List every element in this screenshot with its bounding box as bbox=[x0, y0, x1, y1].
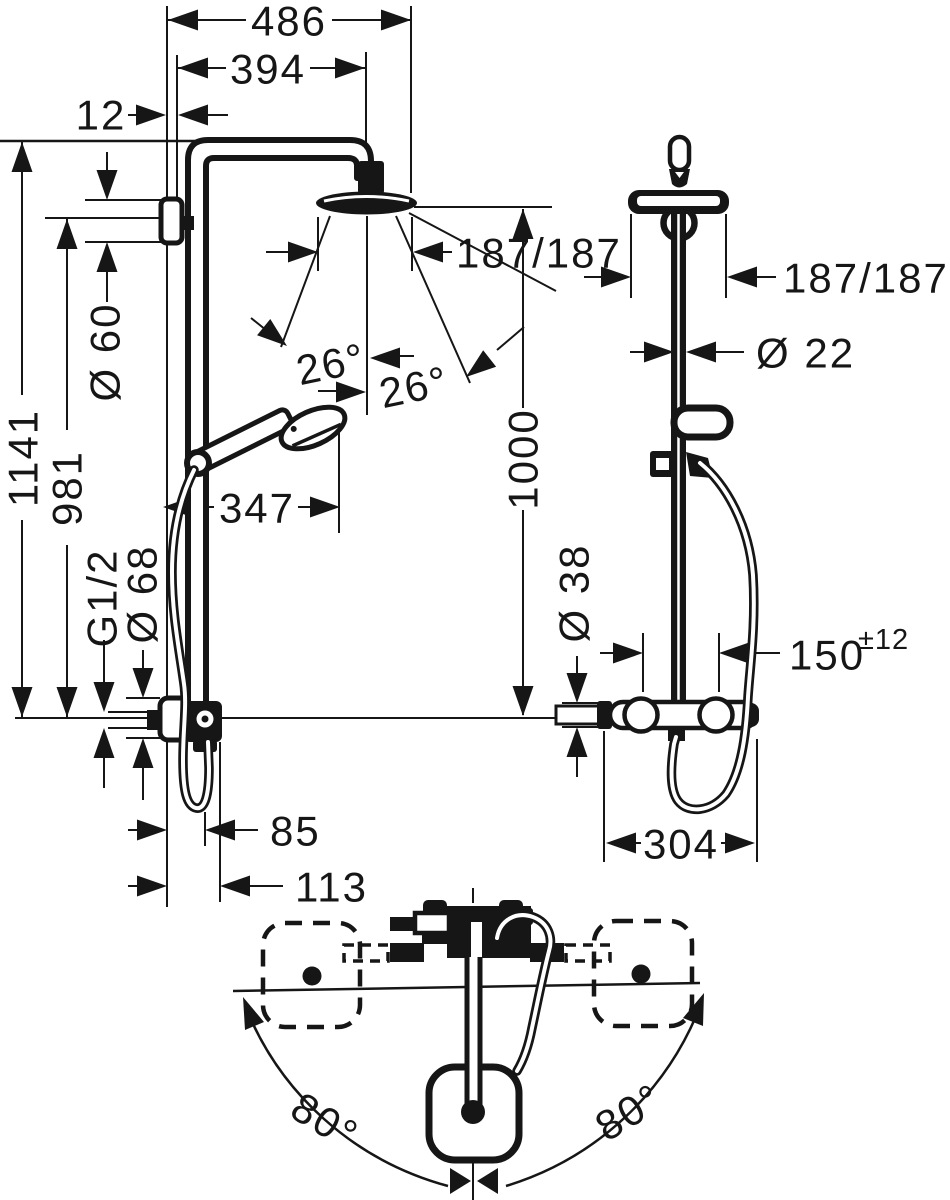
angle-80-left-label: 80° bbox=[283, 1083, 367, 1159]
dia-22-label: Ø 22 bbox=[756, 330, 855, 377]
angle-26-left-label: 26° bbox=[292, 334, 370, 394]
top-view-valve-body bbox=[390, 900, 533, 960]
dimension-dia-60: Ø 60 bbox=[82, 152, 161, 402]
shower-hose bbox=[167, 465, 214, 813]
side-dimension-187: 187/187 bbox=[584, 214, 949, 302]
top-view: 80° 80° bbox=[232, 888, 704, 1200]
pivot-point-left bbox=[302, 966, 322, 986]
volume-handle bbox=[697, 696, 735, 734]
side-view: 187/187 Ø 22 Ø 38 150 ±12 304 bbox=[551, 134, 949, 868]
swivel-range-left bbox=[260, 920, 363, 1030]
dim-486-label: 486 bbox=[251, 0, 327, 45]
pivot-point-right bbox=[631, 964, 651, 984]
angle-26-annotations: 26° 26° bbox=[250, 317, 525, 417]
thread-g12-label: G1/2 bbox=[79, 548, 126, 647]
dimension-1000: 1000 bbox=[414, 206, 552, 716]
swivel-range-right bbox=[591, 918, 695, 1029]
angle-26-right-label: 26° bbox=[375, 357, 453, 417]
front-view: 486 394 12 1141 981 bbox=[0, 0, 622, 911]
hand-shower bbox=[184, 404, 348, 477]
dimension-486: 486 bbox=[168, 0, 412, 193]
top-view-hand-shower bbox=[425, 957, 523, 1164]
top-view-hose bbox=[492, 910, 556, 1076]
dim-347-label: 347 bbox=[219, 485, 295, 532]
dim-150-label: 150 bbox=[789, 632, 865, 679]
dim-113-label: 113 bbox=[295, 864, 368, 911]
dimension-12: 12 bbox=[76, 92, 228, 139]
wall-reference-lines bbox=[0, 6, 563, 907]
dim-12-label: 12 bbox=[76, 92, 127, 139]
hose-connection-valve bbox=[184, 701, 222, 752]
spray-cone-lines bbox=[280, 212, 557, 415]
dimension-dia-68: Ø 68 bbox=[119, 544, 166, 800]
side-hand-shower-holder bbox=[650, 404, 734, 478]
side-thermostat-valve bbox=[554, 696, 759, 741]
dimension-g12: G1/2 bbox=[79, 548, 150, 788]
dim-394-label: 394 bbox=[230, 46, 306, 93]
dimension-113: 113 bbox=[128, 742, 368, 911]
dim-187-front-label: 187/187 bbox=[456, 230, 622, 277]
dimension-85: 85 bbox=[128, 808, 321, 855]
wall-bracket bbox=[158, 196, 194, 246]
dia-68-label: Ø 68 bbox=[119, 544, 166, 643]
dimension-394: 394 bbox=[178, 46, 367, 146]
swivel-arc-left bbox=[244, 1007, 449, 1188]
dim-150-tolerance-label: ±12 bbox=[858, 624, 909, 656]
dim-1000-label: 1000 bbox=[500, 408, 547, 509]
swivel-arc-right bbox=[505, 1003, 703, 1188]
side-dimension-dia-22: Ø 22 bbox=[630, 330, 855, 377]
side-dimension-150: 150 ±12 bbox=[600, 624, 909, 692]
temperature-handle bbox=[622, 696, 660, 734]
dim-304-label: 304 bbox=[643, 821, 719, 868]
dim-981-label: 981 bbox=[44, 450, 91, 526]
overhead-shower bbox=[316, 161, 417, 215]
dimension-981: 981 bbox=[44, 217, 161, 717]
side-dimension-304: 304 bbox=[603, 731, 758, 868]
dia-38-label: Ø 38 bbox=[551, 543, 598, 642]
riser-pipe-and-arm bbox=[185, 137, 374, 709]
side-shower-column bbox=[628, 134, 729, 703]
dia-60-label: Ø 60 bbox=[82, 302, 129, 401]
dim-1141-label: 1141 bbox=[0, 409, 47, 507]
side-arm-knob bbox=[667, 134, 692, 173]
side-shower-hose bbox=[666, 458, 759, 814]
dimension-1141: 1141 bbox=[0, 142, 47, 717]
dim-85-label: 85 bbox=[270, 808, 321, 855]
side-dimension-dia-38: Ø 38 bbox=[551, 543, 598, 777]
dim-187-side-label: 187/187 bbox=[783, 255, 949, 302]
